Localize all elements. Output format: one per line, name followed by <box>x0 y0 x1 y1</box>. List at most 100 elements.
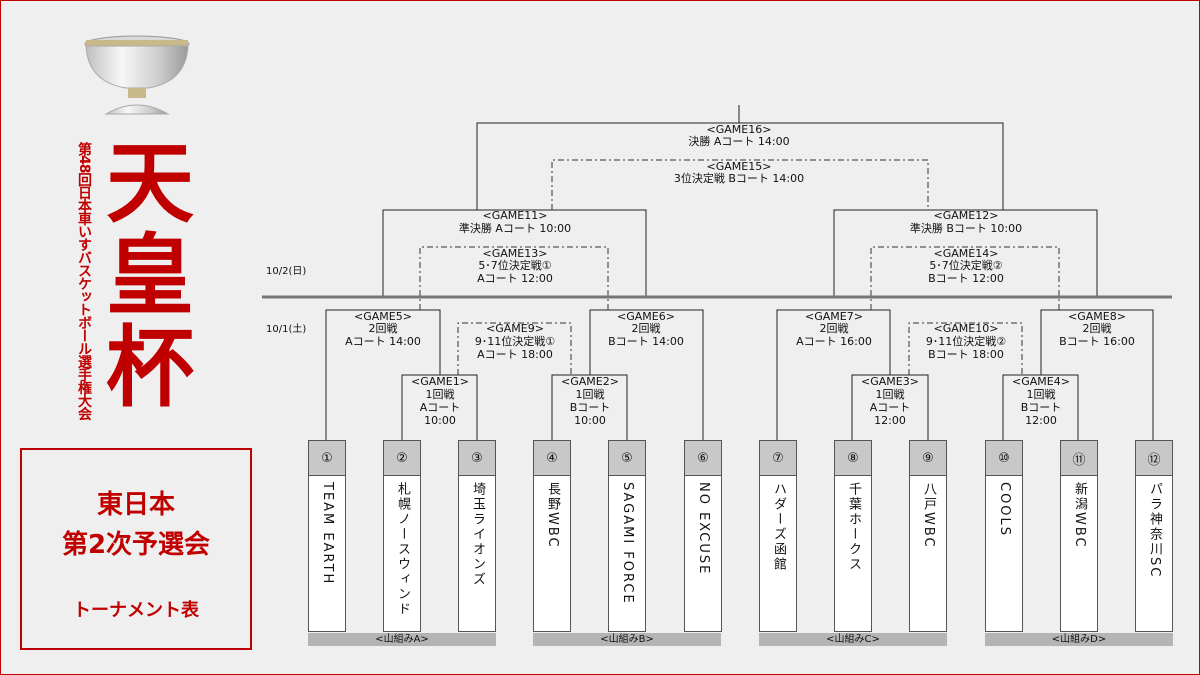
team-name: 千葉ホークス <box>846 482 861 572</box>
game10-info2: Bコート 18:00 <box>928 348 1004 361</box>
game13-info2: Aコート 12:00 <box>477 272 553 285</box>
cup-char-3: 杯 <box>105 316 194 419</box>
game11-info: 準決勝 Aコート 10:00 <box>459 221 571 235</box>
cup-char-1: 天 <box>105 132 194 235</box>
team-number: ⑤ <box>609 441 645 476</box>
trophy-icon <box>84 35 190 115</box>
team-slot-5: ⑤ SAGAMI FORCE <box>608 440 646 632</box>
game4-info2: Bコート <box>1021 401 1062 414</box>
game1-title: <GAME1> <box>411 375 469 388</box>
team-name: TEAM EARTH <box>320 482 335 586</box>
team-slot-8: ⑧ 千葉ホークス <box>834 440 872 632</box>
group-label-a: <山組みA> <box>308 633 496 646</box>
team-number: ⑩ <box>986 441 1022 476</box>
team-number: ② <box>384 441 420 476</box>
team-slot-2: ② 札幌ノースウィンド <box>383 440 421 632</box>
game4-info1: 1回戦 <box>1027 388 1056 401</box>
team-name: パラ神奈川SC <box>1147 482 1162 579</box>
game2-info3: 10:00 <box>574 414 606 427</box>
team-number: ⑥ <box>685 441 721 476</box>
game7-info2: Aコート 16:00 <box>796 335 872 348</box>
bracket-lines <box>325 105 1154 440</box>
team-name: 埼玉ライオンズ <box>470 482 485 587</box>
game12-info: 準決勝 Bコート 10:00 <box>910 221 1022 235</box>
team-name: ハダーズ函館 <box>771 482 786 572</box>
game8-title: <GAME8> <box>1068 310 1126 323</box>
team-number: ⑪ <box>1061 441 1097 476</box>
game4-info3: 12:00 <box>1025 414 1057 427</box>
date-day2: 10/2(日) <box>266 266 307 277</box>
game13-title: <GAME13> <box>483 247 548 260</box>
game16-info: 決勝 Aコート 14:00 <box>688 134 789 148</box>
team-number: ⑧ <box>835 441 871 476</box>
team-slot-1: ① TEAM EARTH <box>308 440 346 632</box>
team-name: COOLS <box>997 482 1012 538</box>
group-label-d: <山組みD> <box>985 633 1173 646</box>
game10-title: <GAME10> <box>934 322 999 335</box>
game7-info1: 2回戦 <box>820 322 849 335</box>
game6-info2: Bコート 14:00 <box>608 335 684 348</box>
group-label-b: <山組みB> <box>533 633 721 646</box>
team-slot-12: ⑫ パラ神奈川SC <box>1135 440 1173 632</box>
team-name: SAGAMI FORCE <box>620 482 635 605</box>
team-name: 新潟WBC <box>1072 482 1087 549</box>
team-number: ③ <box>459 441 495 476</box>
game3-title: <GAME3> <box>861 375 919 388</box>
date-day1: 10/1(土) <box>266 324 307 335</box>
team-name: 八戸WBC <box>921 482 936 549</box>
game14-info1: 5･7位決定戦② <box>929 258 1002 272</box>
game7-title: <GAME7> <box>805 310 863 323</box>
game4-title: <GAME4> <box>1012 375 1070 388</box>
team-number: ① <box>309 441 345 476</box>
team-name: 長野WBC <box>545 482 560 549</box>
game9-info1: 9･11位決定戦① <box>475 334 555 348</box>
game15-info: 3位決定戦 Bコート 14:00 <box>674 171 804 185</box>
game11-title: <GAME11> <box>483 209 548 222</box>
game5-info2: Aコート 14:00 <box>345 335 421 348</box>
game2-title: <GAME2> <box>561 375 619 388</box>
team-name: 札幌ノースウィンド <box>395 482 410 617</box>
team-number: ⑫ <box>1136 441 1172 476</box>
info-bracket-label: トーナメント表 <box>73 600 199 621</box>
game12-title: <GAME12> <box>934 209 999 222</box>
game14-title: <GAME14> <box>934 247 999 260</box>
game14-info2: Bコート 12:00 <box>928 272 1004 285</box>
game9-title: <GAME9> <box>486 322 544 335</box>
game5-title: <GAME5> <box>354 310 412 323</box>
game3-info1: 1回戦 <box>876 388 905 401</box>
info-box: 東日本 第2次予選会 トーナメント表 <box>20 448 252 650</box>
game8-info2: Bコート 16:00 <box>1059 335 1135 348</box>
cup-char-2: 皇 <box>105 224 194 327</box>
info-region: 東日本 <box>96 490 175 520</box>
game10-info1: 9･11位決定戦② <box>926 334 1006 348</box>
group-label-c: <山組みC> <box>759 633 947 646</box>
tournament-title-vertical: 第48回日本車いすバスケットボール選手権大会 <box>76 142 92 420</box>
game2-info2: Bコート <box>570 401 611 414</box>
game-labels: <GAME16> 決勝 Aコート 14:00 <GAME15> 3位決定戦 Bコ… <box>345 123 1135 427</box>
team-slot-10: ⑩ COOLS <box>985 440 1023 632</box>
team-slot-3: ③ 埼玉ライオンズ <box>458 440 496 632</box>
game6-title: <GAME6> <box>617 310 675 323</box>
game5-info1: 2回戦 <box>369 322 398 335</box>
team-slot-6: ⑥ NO EXCUSE <box>684 440 722 632</box>
game1-info2: Aコート <box>420 401 461 414</box>
game15-title: <GAME15> <box>707 160 772 173</box>
game3-info2: Aコート <box>870 401 911 414</box>
team-slot-7: ⑦ ハダーズ函館 <box>759 440 797 632</box>
game16-title: <GAME16> <box>707 123 772 136</box>
consolation-lines <box>419 159 1060 375</box>
game1-info3: 10:00 <box>424 414 456 427</box>
game1-info1: 1回戦 <box>426 388 455 401</box>
game9-info2: Aコート 18:00 <box>477 348 553 361</box>
team-number: ⑦ <box>760 441 796 476</box>
game3-info3: 12:00 <box>874 414 906 427</box>
team-name: NO EXCUSE <box>696 482 711 576</box>
game8-info1: 2回戦 <box>1083 322 1112 335</box>
team-slot-11: ⑪ 新潟WBC <box>1060 440 1098 632</box>
game6-info1: 2回戦 <box>632 322 661 335</box>
game2-info1: 1回戦 <box>576 388 605 401</box>
info-stage: 第2次予選会 <box>61 530 211 560</box>
